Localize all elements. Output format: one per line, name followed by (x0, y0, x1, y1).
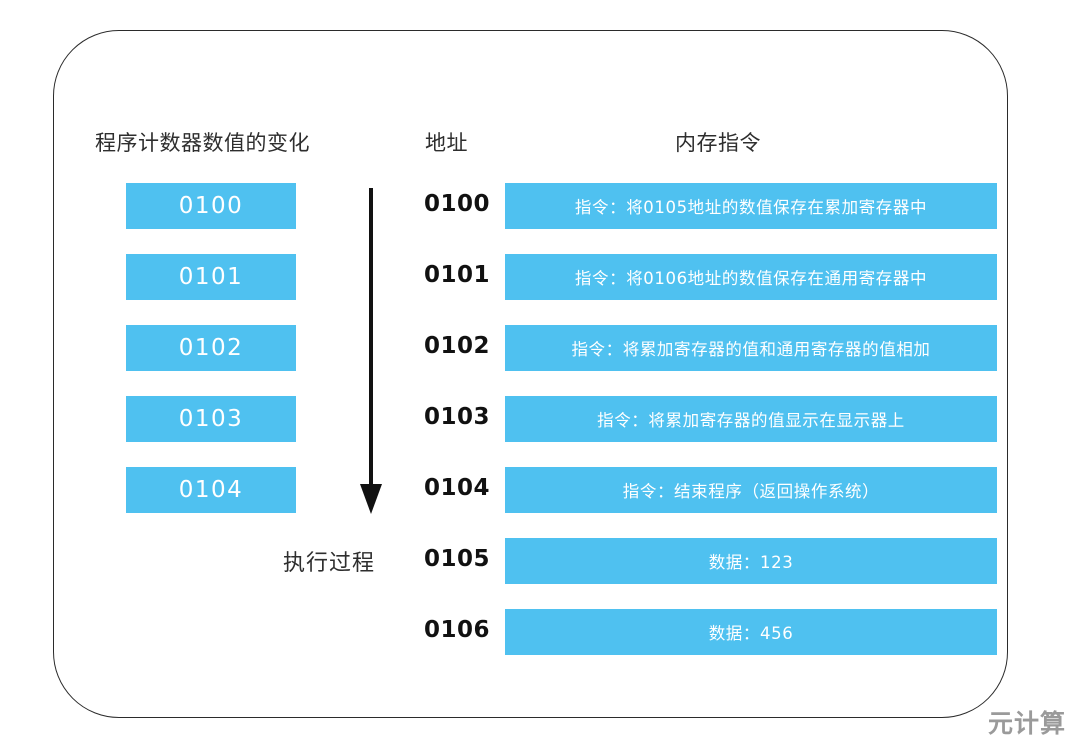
program-counter-block: 0103 (126, 396, 296, 442)
watermark: 元计算 (987, 709, 1066, 738)
execution-process-label: 执行过程 (283, 551, 376, 576)
memory-row: 0101 指令：将0106地址的数值保存在通用寄存器中 (0, 254, 1080, 325)
program-counter-column: 0100 0101 0102 0103 0104 (126, 183, 296, 538)
memory-table: 0100 指令：将0105地址的数值保存在累加寄存器中 0101 指令：将0106地址… (0, 183, 1080, 680)
memory-address: 0103 (424, 404, 491, 430)
memory-content-bar: 指令：将累加寄存器的值和通用寄存器的值相加 (505, 325, 997, 371)
diagram-frame (53, 30, 1008, 718)
memory-content-bar: 数据：123 (505, 538, 997, 584)
program-counter-block: 0100 (126, 183, 296, 229)
execution-flow-arrow-icon (355, 188, 389, 518)
memory-address: 0106 (424, 617, 491, 643)
memory-row: 0105 数据：123 (0, 538, 1080, 609)
heading-program-counter: 程序计数器数值的变化 (95, 131, 310, 155)
program-counter-block: 0102 (126, 325, 296, 371)
memory-content-bar: 指令：结束程序（返回操作系统） (505, 467, 997, 513)
memory-address: 0104 (424, 475, 491, 501)
heading-memory-instruction: 内存指令 (675, 131, 761, 155)
memory-address: 0102 (424, 333, 491, 359)
memory-row: 0106 数据：456 (0, 609, 1080, 680)
memory-content-bar: 指令：将0105地址的数值保存在累加寄存器中 (505, 183, 997, 229)
memory-content-bar: 指令：将0106地址的数值保存在通用寄存器中 (505, 254, 997, 300)
memory-row: 0103 指令：将累加寄存器的值显示在显示器上 (0, 396, 1080, 467)
memory-content-bar: 数据：456 (505, 609, 997, 655)
memory-address: 0105 (424, 546, 491, 572)
heading-address: 地址 (425, 131, 468, 155)
memory-row: 0104 指令：结束程序（返回操作系统） (0, 467, 1080, 538)
memory-content-bar: 指令：将累加寄存器的值显示在显示器上 (505, 396, 997, 442)
program-counter-block: 0104 (126, 467, 296, 513)
memory-address: 0100 (424, 191, 491, 217)
memory-row: 0100 指令：将0105地址的数值保存在累加寄存器中 (0, 183, 1080, 254)
program-counter-block: 0101 (126, 254, 296, 300)
memory-row: 0102 指令：将累加寄存器的值和通用寄存器的值相加 (0, 325, 1080, 396)
memory-address: 0101 (424, 262, 491, 288)
